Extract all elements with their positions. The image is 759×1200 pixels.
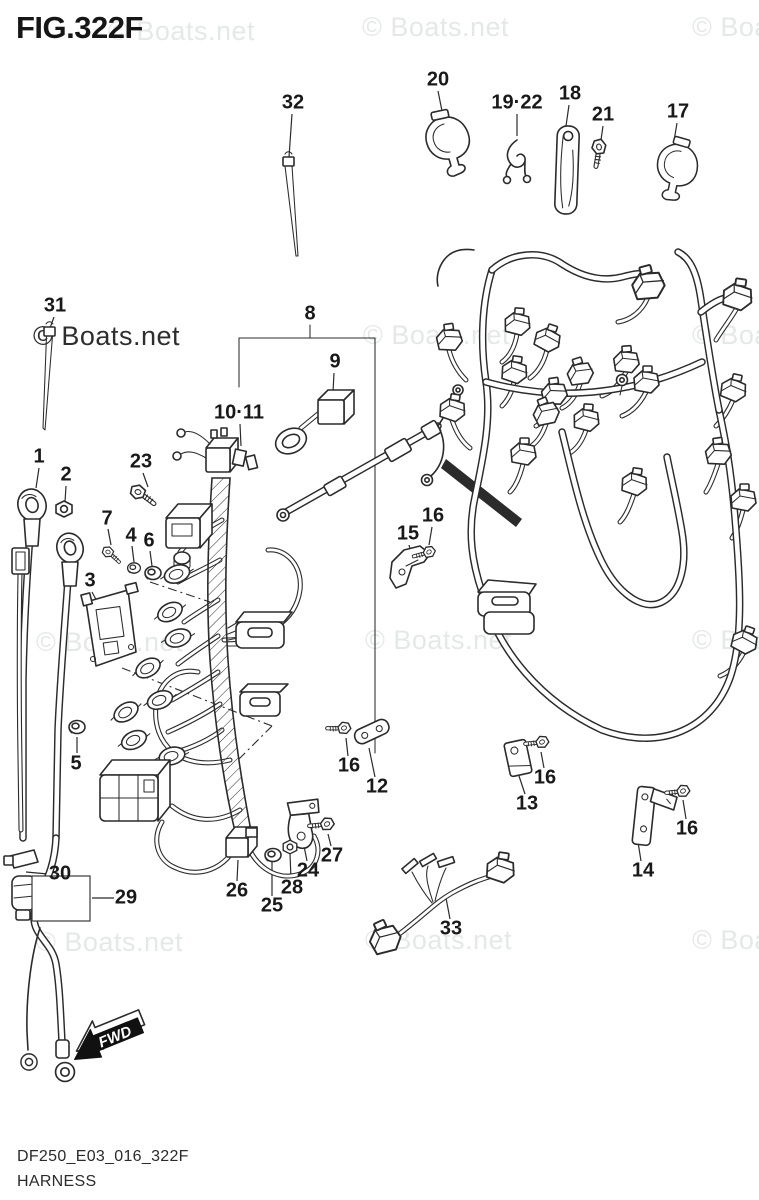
figure-title: FIG.322F <box>16 10 143 45</box>
callout-12: 12 <box>365 775 389 798</box>
main-harness-trunk <box>99 427 321 879</box>
bracket-13 <box>503 738 533 778</box>
grommet-25 <box>264 847 282 863</box>
grommet-5 <box>68 719 86 735</box>
relay-9 <box>274 389 355 455</box>
callout-2: 2 <box>60 463 72 486</box>
callout-23: 23 <box>129 450 153 473</box>
clamp-20 <box>425 108 471 177</box>
subharness-33 <box>362 849 518 960</box>
bolt-16 <box>525 733 550 755</box>
watermark: © Boats.net <box>363 320 510 350</box>
nut-28 <box>282 839 298 855</box>
callout-3: 3 <box>84 569 96 592</box>
callout-25: 25 <box>260 894 284 917</box>
watermark: © Boats.net <box>692 925 759 955</box>
throttle-cable <box>276 384 522 527</box>
cable-tie-31 <box>42 321 56 431</box>
callout-19·22: 19·22 <box>491 91 543 114</box>
watermark: © Boats.net <box>692 12 759 42</box>
callout-5: 5 <box>70 752 82 775</box>
cable-tie-32 <box>282 151 299 257</box>
callout-7: 7 <box>101 507 113 530</box>
bracket-14 <box>631 785 678 847</box>
callout-10·11: 10·11 <box>213 401 265 424</box>
item29-box <box>31 875 91 922</box>
callout-15: 15 <box>396 522 420 545</box>
clip-19-22 <box>502 139 532 185</box>
callout-32: 32 <box>281 91 305 114</box>
battery-cables <box>3 488 85 1083</box>
callout-16: 16 <box>337 754 361 777</box>
watermark: © Boats.net <box>108 16 255 46</box>
callout-1: 1 <box>33 445 45 468</box>
bolt-23 <box>129 484 157 504</box>
callout-31: 31 <box>43 294 67 317</box>
callout-13: 13 <box>515 792 539 815</box>
callout-20: 20 <box>426 68 450 91</box>
bolt-21 <box>589 138 610 166</box>
callout-4: 4 <box>125 524 137 547</box>
right-harness <box>434 248 759 742</box>
item8-bracket-lines <box>238 324 376 754</box>
callout-16: 16 <box>533 766 557 789</box>
grommet-6 <box>144 565 162 581</box>
callout-8: 8 <box>304 302 316 325</box>
bolt-16 <box>327 719 352 740</box>
callout-29: 29 <box>114 886 138 909</box>
callout-6: 6 <box>143 529 155 552</box>
clamp-17 <box>641 130 710 208</box>
watermark: © Boats.net <box>36 927 183 957</box>
callout-16: 16 <box>421 504 445 527</box>
callout-30: 30 <box>48 862 72 885</box>
bolt-7 <box>99 543 125 564</box>
callout-9: 9 <box>329 350 341 373</box>
nut-2 <box>55 500 73 518</box>
callout-16: 16 <box>675 817 699 840</box>
callout-33: 33 <box>439 917 463 940</box>
callout-21: 21 <box>591 103 615 126</box>
bracket-12 <box>353 718 390 745</box>
figure-name: HARNESS <box>17 1173 97 1190</box>
callout-28: 28 <box>280 876 304 899</box>
strap-18 <box>554 125 580 215</box>
relay-26 <box>225 826 258 858</box>
watermark: © Boats.net <box>362 12 509 42</box>
bracket-24 <box>286 798 320 850</box>
grommet-4 <box>126 562 142 574</box>
fwd-arrow: FWD <box>74 1009 146 1061</box>
figure-code: DF250_E03_016_322F <box>17 1148 189 1165</box>
callout-17: 17 <box>666 100 690 123</box>
callout-14: 14 <box>631 859 655 882</box>
watermark-dark: © Boats.net <box>33 321 180 351</box>
callout-24: 24 <box>296 859 320 882</box>
bracket-3 <box>80 581 139 667</box>
callout-27: 27 <box>320 844 344 867</box>
callout-18: 18 <box>558 82 582 105</box>
callout-26: 26 <box>225 879 249 902</box>
